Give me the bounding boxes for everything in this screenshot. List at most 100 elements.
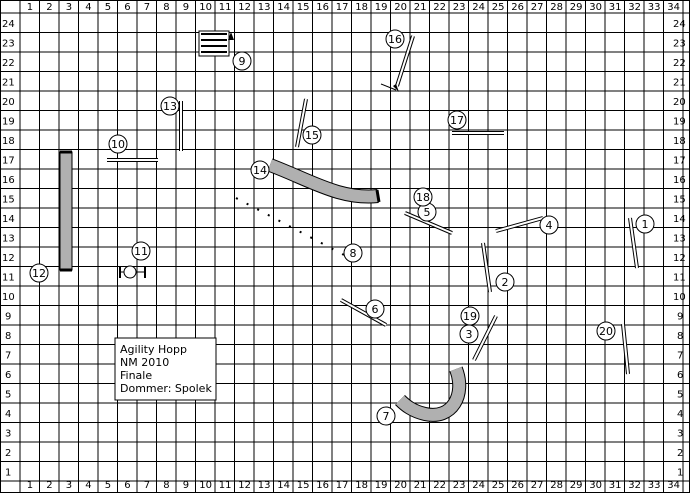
row-label-left: 18 <box>2 136 15 147</box>
column-label-bottom: 12 <box>238 480 251 491</box>
marker-label: 18 <box>416 191 430 204</box>
marker-label: 1 <box>642 218 649 231</box>
column-label-top: 4 <box>85 2 91 13</box>
row-label-right: 6 <box>677 370 683 381</box>
column-label-bottom: 28 <box>550 480 563 491</box>
row-label-right: 12 <box>673 253 686 264</box>
row-label-right: 9 <box>677 311 683 322</box>
column-label-top: 18 <box>355 2 368 13</box>
column-label-bottom: 22 <box>433 480 446 491</box>
column-label-bottom: 30 <box>589 480 602 491</box>
column-label-bottom: 3 <box>66 480 72 491</box>
jump-16 <box>380 35 415 92</box>
row-label-left: 7 <box>5 350 11 361</box>
row-label-right: 23 <box>673 38 686 49</box>
column-label-bottom: 24 <box>472 480 485 491</box>
row-label-left: 20 <box>2 97 15 108</box>
marker-label: 15 <box>305 129 319 142</box>
row-label-right: 3 <box>677 428 683 439</box>
column-label-top: 5 <box>105 2 111 13</box>
column-label-top: 28 <box>550 2 563 13</box>
row-label-left: 17 <box>2 155 15 166</box>
row-label-right: 22 <box>673 58 686 69</box>
info-event: NM 2010 <box>120 356 169 369</box>
marker-label: 17 <box>450 114 464 127</box>
column-label-bottom: 32 <box>628 480 641 491</box>
row-label-right: 17 <box>673 155 686 166</box>
marker-20: 20 <box>596 321 616 341</box>
info-title: Agility Hopp <box>120 343 187 356</box>
info-judge: Dommer: Spolek <box>120 382 212 395</box>
column-label-top: 30 <box>589 2 602 13</box>
column-label-bottom: 26 <box>511 480 524 491</box>
jump-6 <box>340 298 387 327</box>
column-label-top: 3 <box>66 2 72 13</box>
column-label-top: 20 <box>394 2 407 13</box>
row-label-right: 16 <box>673 175 686 186</box>
row-label-left: 9 <box>5 311 11 322</box>
column-label-top: 31 <box>609 2 622 13</box>
marker-label: 11 <box>134 245 148 258</box>
marker-10: 10 <box>108 134 128 154</box>
column-label-bottom: 19 <box>375 480 388 491</box>
jump-3 <box>472 315 498 361</box>
marker-label: 19 <box>463 310 477 323</box>
row-label-right: 15 <box>673 194 686 205</box>
row-label-left: 6 <box>5 370 11 381</box>
marker-label: 14 <box>253 164 267 177</box>
column-label-bottom: 11 <box>219 480 232 491</box>
row-label-left: 4 <box>5 409 11 420</box>
marker-6: 6 <box>365 299 385 319</box>
column-label-top: 22 <box>433 2 446 13</box>
column-label-top: 29 <box>570 2 583 13</box>
column-label-bottom: 8 <box>163 480 169 491</box>
jump-5 <box>404 211 453 235</box>
column-label-bottom: 20 <box>394 480 407 491</box>
marker-18: 18 <box>413 187 433 207</box>
marker-4: 4 <box>539 215 559 235</box>
marker-9: 9 <box>232 51 252 71</box>
marker-label: 12 <box>32 267 46 280</box>
column-label-top: 11 <box>219 2 232 13</box>
course-info-box: Agility Hopp NM 2010 Finale Dommer: Spol… <box>114 337 217 401</box>
column-label-bottom: 9 <box>183 480 189 491</box>
marker-11: 11 <box>131 241 151 261</box>
column-label-top: 10 <box>199 2 212 13</box>
column-label-top: 24 <box>472 2 485 13</box>
marker-14: 14 <box>250 160 270 180</box>
column-label-bottom: 25 <box>492 480 505 491</box>
marker-label: 9 <box>239 55 246 68</box>
row-label-right: 5 <box>677 389 683 400</box>
marker-label: 10 <box>111 138 125 151</box>
row-label-left: 24 <box>2 19 15 30</box>
marker-label: 2 <box>502 276 509 289</box>
marker-label: 16 <box>388 33 402 46</box>
marker-label: 3 <box>466 328 473 341</box>
marker-13: 13 <box>160 96 180 116</box>
row-label-left: 3 <box>5 428 11 439</box>
row-label-right: 18 <box>673 136 686 147</box>
row-label-left: 15 <box>2 194 15 205</box>
row-label-left: 14 <box>2 214 15 225</box>
tunnel-7-fill <box>395 366 466 421</box>
marker-label: 20 <box>599 325 613 338</box>
column-label-bottom: 1 <box>27 480 33 491</box>
column-label-top: 23 <box>453 2 466 13</box>
column-label-top: 1 <box>27 2 33 13</box>
jump-20 <box>621 323 630 375</box>
marker-3: 3 <box>459 324 479 344</box>
row-label-left: 23 <box>2 38 15 49</box>
column-label-bottom: 6 <box>124 480 130 491</box>
row-label-right: 24 <box>673 19 686 30</box>
column-label-bottom: 7 <box>144 480 150 491</box>
marker-label: 5 <box>424 206 431 219</box>
tunnel-12 <box>59 151 73 271</box>
column-label-bottom: 23 <box>453 480 466 491</box>
marker-label: 8 <box>350 247 357 260</box>
column-label-top: 16 <box>316 2 329 13</box>
row-label-right: 1 <box>677 467 683 478</box>
column-label-top: 12 <box>238 2 251 13</box>
tyre-11 <box>119 265 146 279</box>
